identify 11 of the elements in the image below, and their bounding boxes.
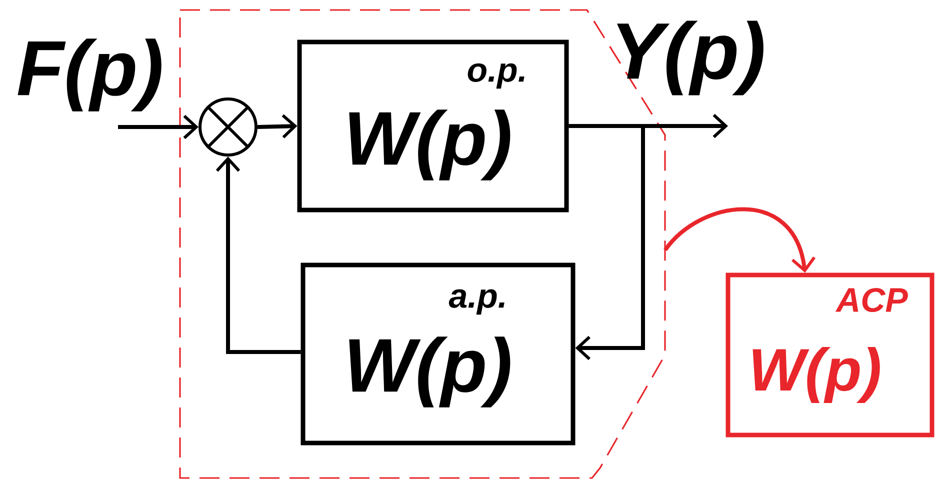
block-box: a.p. W(p): [300, 262, 576, 446]
block-box: o.p. W(p): [297, 40, 569, 212]
signal-label: Y(p): [616, 20, 764, 96]
arrow: [664, 207, 816, 273]
arrow: [118, 114, 199, 140]
block-box: ACP W(p): [726, 272, 934, 438]
summing-junction: [198, 98, 258, 156]
arrow: [257, 114, 298, 138]
arrow: [216, 156, 301, 354]
signal-label: F(p): [18, 38, 162, 112]
arrow: [568, 124, 645, 360]
